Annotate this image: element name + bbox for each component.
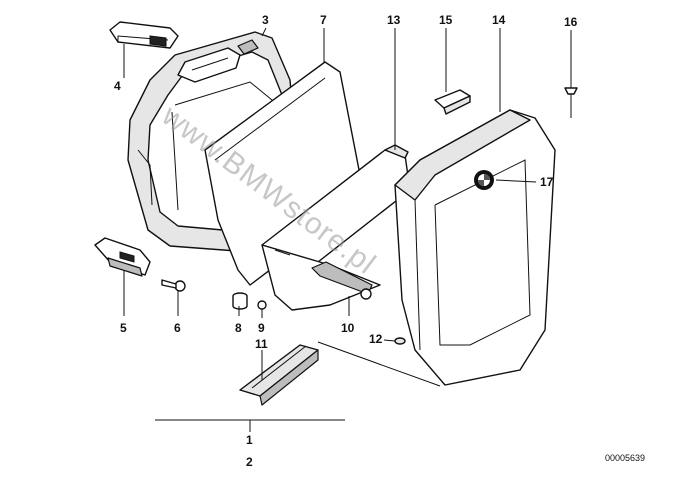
callout-3: 3 xyxy=(262,13,269,27)
screw-part xyxy=(257,300,267,318)
callout-1: 1 xyxy=(246,433,253,447)
callout-12: 12 xyxy=(369,332,383,346)
callout-2: 2 xyxy=(246,455,253,469)
bmw-emblem-part xyxy=(474,170,494,190)
case-lid-part xyxy=(394,109,556,386)
nut-part xyxy=(394,337,406,345)
callout-16: 16 xyxy=(564,15,578,29)
callout-4: 4 xyxy=(114,79,121,93)
callout-8: 8 xyxy=(235,321,242,335)
callout-10: 10 xyxy=(341,321,355,335)
callout-11: 11 xyxy=(255,337,268,351)
lid-clip-part xyxy=(434,89,471,115)
callout-5: 5 xyxy=(120,321,127,335)
callout-17: 17 xyxy=(540,175,554,189)
lock-housing-part xyxy=(94,237,151,277)
grommet-part xyxy=(232,292,248,310)
rubber-strip-part xyxy=(239,344,319,406)
callout-13: 13 xyxy=(387,13,401,27)
latch-cover-part xyxy=(109,21,179,49)
callout-14: 14 xyxy=(492,13,506,27)
callout-7: 7 xyxy=(320,13,327,27)
key-part xyxy=(161,279,186,292)
callout-15: 15 xyxy=(439,13,453,27)
reference-number: 00005639 xyxy=(605,453,645,463)
leader-lines xyxy=(123,27,572,432)
callout-9: 9 xyxy=(258,321,265,335)
callout-6: 6 xyxy=(174,321,181,335)
pin-part xyxy=(564,80,578,118)
inner-tray-part xyxy=(261,244,381,311)
